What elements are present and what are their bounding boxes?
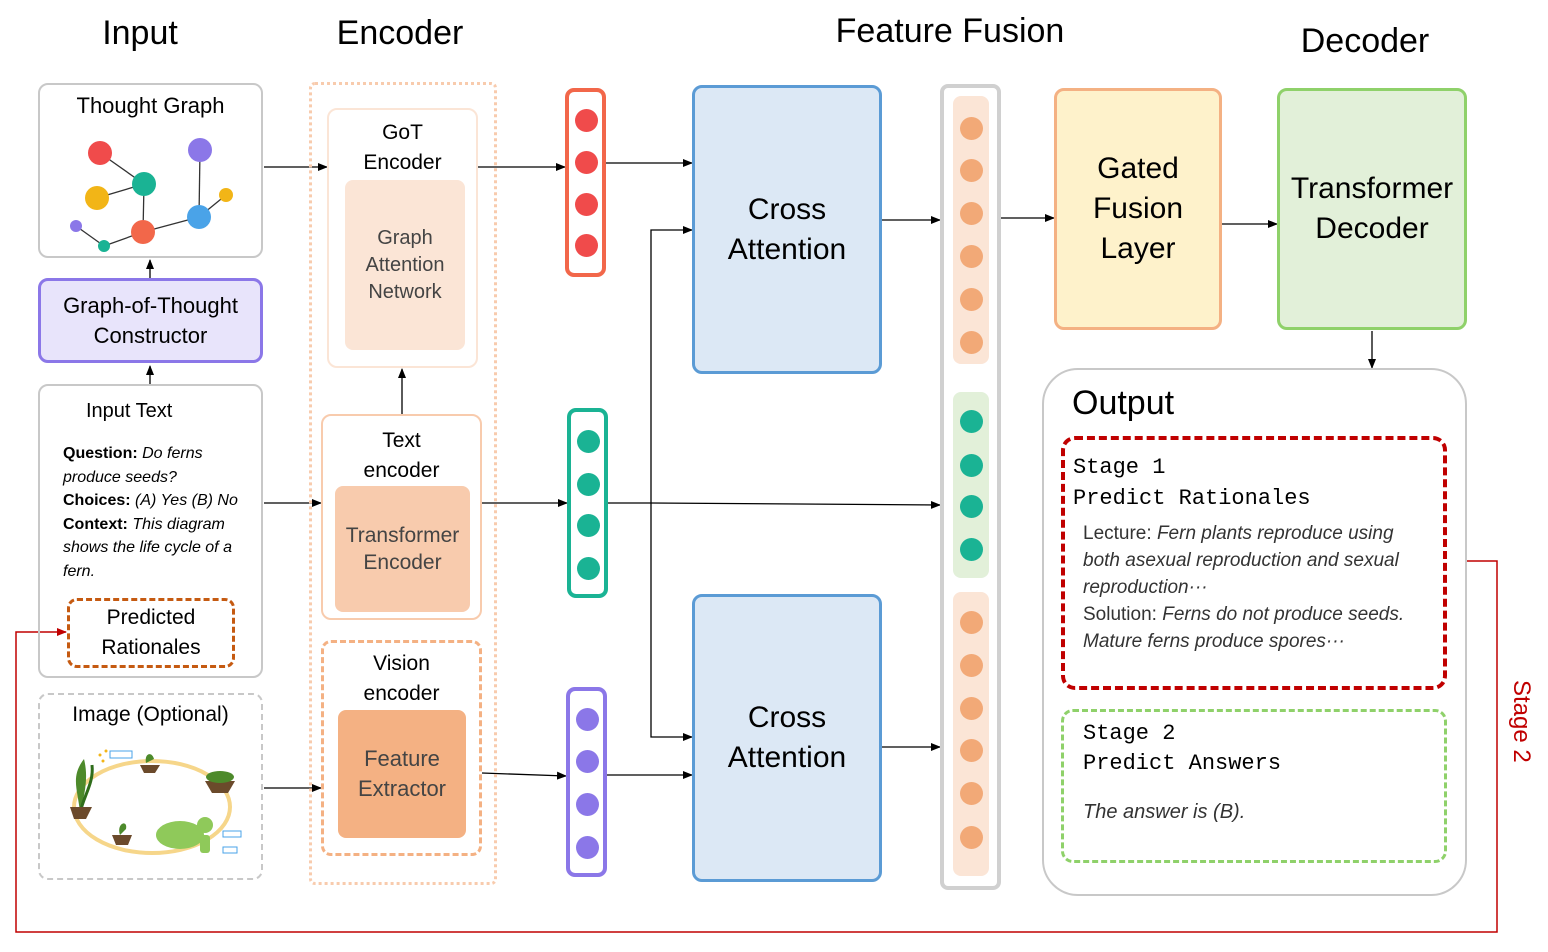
encoder-group — [309, 82, 497, 885]
text-encoder-title: Text encoder — [363, 429, 440, 482]
section-title-feature-fusion: Feature Fusion — [835, 12, 1065, 50]
thought-graph-illustration — [70, 138, 233, 252]
got-encoder-title: GoT Encoder — [363, 121, 442, 174]
lecture-text: Fern plants reproduce using both asexual… — [1083, 523, 1399, 598]
predicted-rationales-box: Predicted Rationales — [67, 598, 235, 668]
fused-segment-top — [953, 96, 989, 364]
context-text: This diagram shows the life cycle of a f… — [63, 515, 232, 580]
thought-graph-box: Thought Graph — [38, 83, 263, 258]
vector-dot — [960, 495, 983, 518]
vector-dot — [960, 410, 983, 433]
input-text-box: Input Text Question: Do ferns produce se… — [38, 384, 263, 678]
vector-dot — [960, 538, 983, 561]
vector-dot — [960, 288, 983, 311]
vision-encoder-title: Vision encoder — [363, 652, 440, 705]
vector-dot — [960, 159, 983, 182]
vector-dot — [575, 151, 598, 174]
got-feature-vector — [565, 88, 606, 277]
transformer-decoder: Transformer Decoder — [1277, 88, 1467, 330]
fern-lifecycle-image — [70, 749, 242, 855]
section-title-decoder: Decoder — [1300, 22, 1430, 60]
gated-fusion-layer: Gated Fusion Layer — [1054, 88, 1222, 330]
vector-dot — [577, 514, 600, 537]
context-label: Context: — [63, 515, 128, 533]
choices-text: (A) Yes (B) No — [135, 492, 238, 509]
graph-attention-network-block: Graph Attention Network — [345, 180, 465, 350]
stage2-loop-label: Stage 2 — [1508, 680, 1535, 763]
thought-graph-title: Thought Graph — [76, 93, 225, 118]
section-title-encoder: Encoder — [336, 14, 464, 52]
image-feature-vector — [566, 687, 607, 877]
vector-dot — [575, 234, 598, 257]
vision-encoder-box: Vision encoder Feature Extractor — [321, 640, 482, 856]
got-constructor-label: Graph-of-Thought Constructor — [63, 292, 238, 348]
stage1-box: Stage 1 Predict Rationales Lecture: Fern… — [1061, 436, 1447, 690]
text-encoder-box: Text encoder Transformer Encoder — [321, 414, 482, 620]
vector-dot — [576, 836, 599, 859]
cross-attention-bottom: Cross Attention — [692, 594, 882, 882]
lecture-label: Lecture — [1083, 523, 1147, 544]
stage1-title: Stage 1 — [1073, 455, 1166, 480]
vector-dot — [576, 793, 599, 816]
vector-dot — [577, 473, 600, 496]
feature-extractor-label: Feature Extractor — [357, 746, 447, 801]
output-panel: Output Stage 1 Predict Rationales Lectur… — [1042, 368, 1467, 896]
input-text-title: Input Text — [86, 400, 173, 422]
question-label: Question: — [63, 445, 138, 462]
stage2-box: Stage 2 Predict Answers The answer is (B… — [1061, 709, 1447, 863]
text-feature-vector — [567, 408, 608, 598]
vector-dot — [577, 557, 600, 580]
got-constructor-box: Graph-of-Thought Constructor — [38, 278, 263, 363]
output-title: Output — [1072, 384, 1175, 422]
choices-label: Choices: — [63, 492, 131, 509]
image-input-box: Image (Optional) — [38, 693, 263, 880]
stage2-title: Stage 2 — [1083, 721, 1176, 746]
vector-dot — [960, 202, 983, 225]
vector-dot — [575, 109, 598, 132]
input-text-content: Question: Do ferns produce seeds? Choice… — [63, 442, 255, 583]
vector-dot — [960, 331, 983, 354]
graph-attention-network-label: Graph Attention Network — [365, 226, 445, 303]
cross-attention-bottom-label: Cross Attention — [727, 701, 847, 774]
vector-dot — [960, 454, 983, 477]
predicted-rationales-label: Predicted Rationales — [101, 606, 201, 659]
gated-fusion-label: Gated Fusion Layer — [1092, 152, 1184, 265]
transformer-encoder-label: Transformer Encoder — [345, 524, 460, 574]
vector-dot — [577, 430, 600, 453]
arrow-teal-to-cross-top — [606, 226, 693, 504]
vector-dot — [576, 750, 599, 773]
fused-feature-vector — [940, 84, 1001, 890]
cross-attention-top: Cross Attention — [692, 85, 882, 374]
cross-attention-top-label: Cross Attention — [727, 192, 847, 266]
solution-text: Ferns do not produce seeds. Mature ferns… — [1083, 604, 1405, 652]
vector-dot — [960, 697, 983, 720]
transformer-decoder-label: Transformer Decoder — [1290, 172, 1454, 245]
stage1-subtitle: Predict Rationales — [1073, 486, 1311, 511]
vector-dot — [960, 782, 983, 805]
arrow-teal-to-fusion — [650, 500, 941, 509]
got-encoder-box: GoT Encoder Graph Attention Network — [327, 108, 478, 368]
vector-dot — [960, 245, 983, 268]
vector-dot — [960, 117, 983, 140]
stage2-answer: The answer is (B). — [1083, 801, 1246, 823]
vector-dot — [960, 611, 983, 634]
section-title-input: Input — [102, 14, 178, 52]
vector-dot — [575, 193, 598, 216]
image-input-title: Image (Optional) — [72, 703, 229, 726]
stage2-subtitle: Predict Answers — [1083, 751, 1282, 776]
vector-dot — [576, 708, 599, 731]
arrow-teal-to-cross-bottom — [650, 503, 693, 741]
vector-dot — [960, 826, 983, 849]
solution-label: Solution — [1083, 604, 1152, 625]
stage2-feedback-loop — [15, 560, 1498, 933]
vector-dot — [960, 739, 983, 762]
stage1-content: Lecture: Fern plants reproduce using bot… — [1083, 523, 1405, 652]
transformer-encoder-block: Transformer Encoder — [335, 486, 470, 612]
vector-dot — [960, 654, 983, 677]
question-text: Do ferns produce seeds? — [63, 445, 203, 486]
feature-extractor-block: Feature Extractor — [338, 710, 466, 838]
